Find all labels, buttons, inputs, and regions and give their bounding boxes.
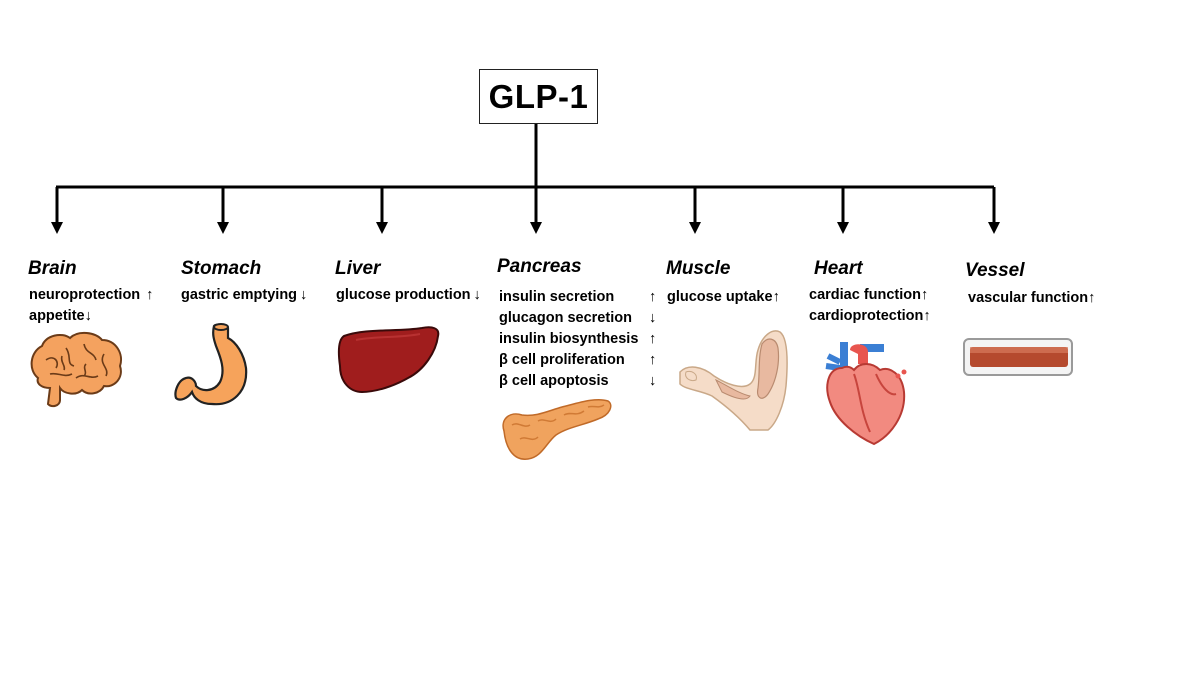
arrowhead-vessel xyxy=(988,222,1000,234)
effect-text: cardiac function xyxy=(809,287,921,303)
arrowhead-brain xyxy=(51,222,63,234)
arrowhead-stomach xyxy=(217,222,229,234)
effects-pancreas: insulin secretion ↑ glucagon secretion ↓ i… xyxy=(499,287,656,392)
arrowhead-heart xyxy=(837,222,849,234)
pancreas-icon xyxy=(502,398,612,460)
effect-text: insulin biosynthesis xyxy=(499,331,639,347)
effect-text: glucagon secretion xyxy=(499,310,632,326)
organ-title-heart: Heart xyxy=(814,258,863,279)
effects-brain: neuroprotection ↑ appetite↓ xyxy=(29,285,153,327)
glp1-root-box: GLP-1 xyxy=(479,69,598,124)
organ-title-brain: Brain xyxy=(28,258,77,279)
arrowhead-pancreas xyxy=(530,222,542,234)
effect-row: β cell proliferation ↑ xyxy=(499,350,656,371)
brain-icon xyxy=(30,332,122,408)
effects-heart: cardiac function↑ cardioprotection↑ xyxy=(809,285,931,327)
effect-row: glucagon secretion ↓ xyxy=(499,308,656,329)
branch-arrows xyxy=(51,187,1000,234)
effects-muscle: glucose uptake↑ xyxy=(667,287,780,308)
arrow-up-icon: ↑ xyxy=(146,287,154,303)
effects-vessel: vascular function↑ xyxy=(968,288,1095,309)
effect-text: cardioprotection xyxy=(809,308,924,324)
blood-vessel-icon xyxy=(963,338,1073,376)
effect-text: gastric emptying xyxy=(181,287,298,303)
effect-text: glucose production xyxy=(336,287,471,303)
effect-row: β cell apoptosis ↓ xyxy=(499,371,656,392)
arrowhead-muscle xyxy=(689,222,701,234)
arrow-down-icon: ↓ xyxy=(649,310,657,326)
effect-text: β cell apoptosis xyxy=(499,373,609,389)
effect-row: cardiac function↑ xyxy=(809,285,931,306)
arrow-up-icon: ↑ xyxy=(649,331,657,347)
stomach-icon xyxy=(174,323,248,406)
effect-row: glucose production↓ xyxy=(336,285,481,306)
effect-text: β cell proliferation xyxy=(499,352,625,368)
root-label: GLP-1 xyxy=(488,77,589,115)
arrow-up-icon: ↑ xyxy=(923,308,931,324)
arrow-down-icon: ↓ xyxy=(300,287,308,303)
effect-row: gastric emptying↓ xyxy=(181,285,307,306)
arrow-down-icon: ↓ xyxy=(649,373,657,389)
effect-text: neuroprotection xyxy=(29,287,141,303)
arrow-down-icon: ↓ xyxy=(473,287,481,303)
arrow-up-icon: ↑ xyxy=(1088,290,1096,306)
muscle-arm-icon xyxy=(679,330,788,431)
organ-title-liver: Liver xyxy=(335,258,381,279)
effect-row: neuroprotection ↑ xyxy=(29,285,153,306)
effect-row: cardioprotection↑ xyxy=(809,306,931,327)
organ-title-vessel: Vessel xyxy=(965,260,1025,281)
effect-text: insulin secretion xyxy=(499,289,615,305)
arrow-up-icon: ↑ xyxy=(772,289,780,305)
effect-row: appetite↓ xyxy=(29,306,153,327)
arrow-up-icon: ↑ xyxy=(649,289,657,305)
effect-text: appetite xyxy=(29,308,85,324)
effect-row: insulin secretion ↑ xyxy=(499,287,656,308)
liver-icon xyxy=(337,326,440,394)
arrow-down-icon: ↓ xyxy=(84,308,92,324)
effect-row: glucose uptake↑ xyxy=(667,287,780,308)
heart-icon xyxy=(825,342,907,446)
arrow-up-icon: ↑ xyxy=(649,352,657,368)
effect-text: vascular function xyxy=(968,290,1089,306)
arrowhead-liver xyxy=(376,222,388,234)
arrow-up-icon: ↑ xyxy=(921,287,929,303)
effects-stomach: gastric emptying↓ xyxy=(181,285,307,306)
organ-title-stomach: Stomach xyxy=(181,258,262,279)
effect-row: insulin biosynthesis ↑ xyxy=(499,329,656,350)
effect-text: glucose uptake xyxy=(667,289,773,305)
organ-title-muscle: Muscle xyxy=(666,258,731,279)
organ-title-pancreas: Pancreas xyxy=(497,256,582,277)
effects-liver: glucose production↓ xyxy=(336,285,481,306)
effect-row: vascular function↑ xyxy=(968,288,1095,309)
